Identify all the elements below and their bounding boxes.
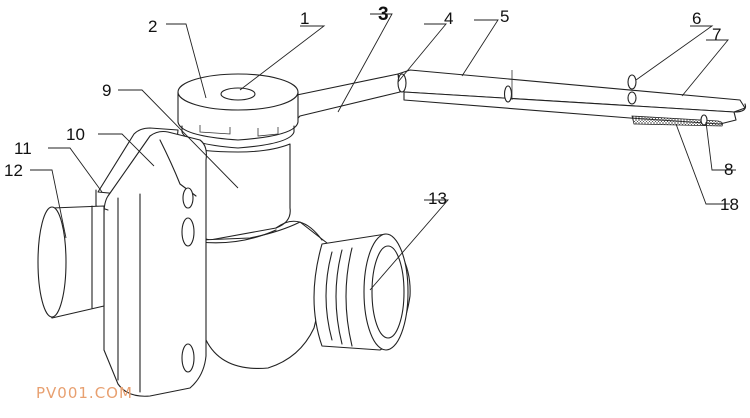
leader-lines	[30, 13, 736, 291]
label-3: 3	[378, 4, 389, 25]
stem-cap	[177, 73, 299, 149]
label-9: 9	[102, 81, 111, 100]
flange	[95, 127, 207, 397]
inlet-pipe	[37, 205, 105, 319]
label-4: 4	[444, 9, 453, 28]
label-8: 8	[724, 160, 733, 179]
label-13: 13	[428, 189, 447, 208]
label-5: 5	[500, 7, 509, 26]
label-2: 2	[148, 17, 157, 36]
label-18: 18	[720, 195, 739, 214]
reference-numbers: 1 2 3 4 5 6 7 8 9 10 11 12 13 18	[4, 4, 739, 214]
label-6: 6	[692, 9, 701, 28]
label-10: 10	[66, 125, 85, 144]
label-7: 7	[712, 25, 721, 44]
label-1: 1	[300, 9, 309, 28]
outlet-port	[313, 233, 411, 351]
label-12: 12	[4, 161, 23, 180]
handle-lever	[277, 69, 747, 133]
valve-body	[181, 143, 337, 369]
watermark: PV001.COM	[36, 384, 133, 402]
label-11: 11	[14, 139, 32, 158]
